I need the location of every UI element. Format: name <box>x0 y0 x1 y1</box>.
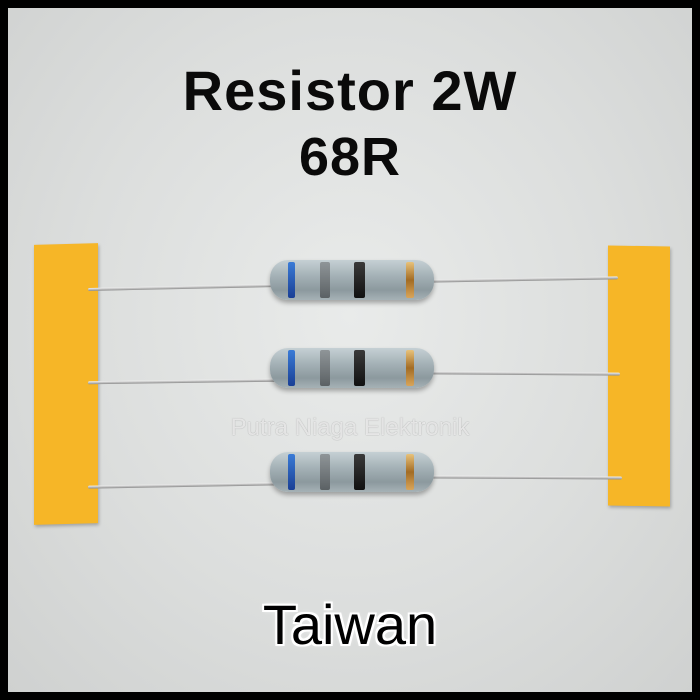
resistance-value: 68R <box>298 127 402 187</box>
store-watermark: Putra Niaga Elektronik <box>230 414 470 441</box>
band-gold <box>406 350 414 386</box>
band-gold <box>406 454 414 490</box>
band-blue <box>288 454 295 490</box>
resistor-lead-right <box>431 475 623 480</box>
band-gold <box>406 262 414 298</box>
band-black <box>354 350 365 386</box>
band-blue <box>288 262 295 298</box>
right-tape-strip <box>608 245 670 507</box>
resistor-lead-left <box>87 482 279 489</box>
resistor-lead-left <box>87 378 279 385</box>
band-black <box>354 454 365 490</box>
band-blue <box>288 350 295 386</box>
product-title: Resistor 2W <box>182 59 518 122</box>
resistor-body <box>270 452 434 492</box>
resistor-body <box>270 348 434 388</box>
origin-label: Taiwan <box>262 593 438 656</box>
band-gray <box>320 350 330 386</box>
resistor-lead-left <box>87 284 279 291</box>
band-gray <box>320 262 330 298</box>
band-black <box>354 262 365 298</box>
resistor-lead-right <box>427 276 619 283</box>
band-gray <box>320 454 330 490</box>
resistor-lead-right <box>429 371 621 376</box>
resistor-body <box>270 260 434 300</box>
product-photo: Resistor 2W 68R <box>8 8 692 692</box>
